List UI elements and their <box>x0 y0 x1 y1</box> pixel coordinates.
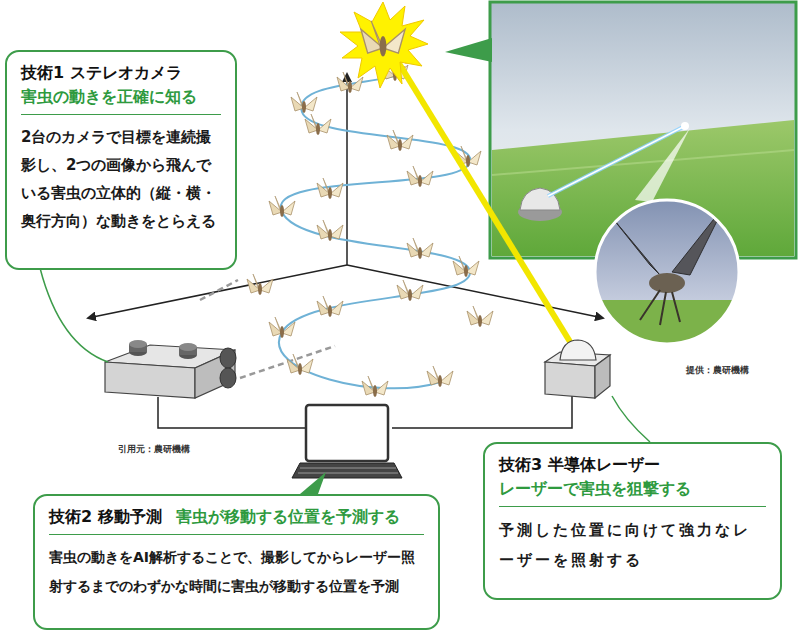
text-box: 技術2 移動予測害虫が移動する位置を予測する害虫の動きをAI解析することで、撮影… <box>33 494 440 630</box>
credit-label: 引用元：農研機構 <box>118 443 190 456</box>
box-body: 2台のカメラで目標を連続撮影し、2つの画像から飛んでいる害虫の立体的（縦・横・奥… <box>21 123 221 235</box>
box-header: 技術3 半導体レーザーレーザーで害虫を狙撃する <box>499 453 766 507</box>
credit-label: 提供：農研機構 <box>686 364 749 377</box>
box-subheading: レーザーで害虫を狙撃する <box>499 477 766 501</box>
text-box: 技術3 半導体レーザーレーザーで害虫を狙撃する予測した位置に向けて強力なレーザー… <box>483 442 782 600</box>
box-subheading: 害虫が移動する位置を予測する <box>176 505 400 529</box>
box-heading: 技術1 ステレオカメラ <box>21 61 221 85</box>
box-header: 技術2 移動予測害虫が移動する位置を予測する <box>49 505 424 535</box>
box-heading: 技術2 移動予測 <box>49 505 162 529</box>
box-heading: 技術3 半導体レーザー <box>499 453 766 477</box>
text-box: 技術1 ステレオカメラ害虫の動きを正確に知る 2台のカメラで目標を連続撮影し、2つ… <box>5 50 237 270</box>
box-subheading: 害虫の動きを正確に知る <box>21 85 221 109</box>
box-body: 害虫の動きをAI解析することで、撮影してからレーザー照射するまでのわずかな時間に… <box>49 543 424 601</box>
box-body: 予測した位置に向けて強力なレーザーを照射する <box>499 515 766 575</box>
box-header: 技術1 ステレオカメラ害虫の動きを正確に知る <box>21 61 221 115</box>
